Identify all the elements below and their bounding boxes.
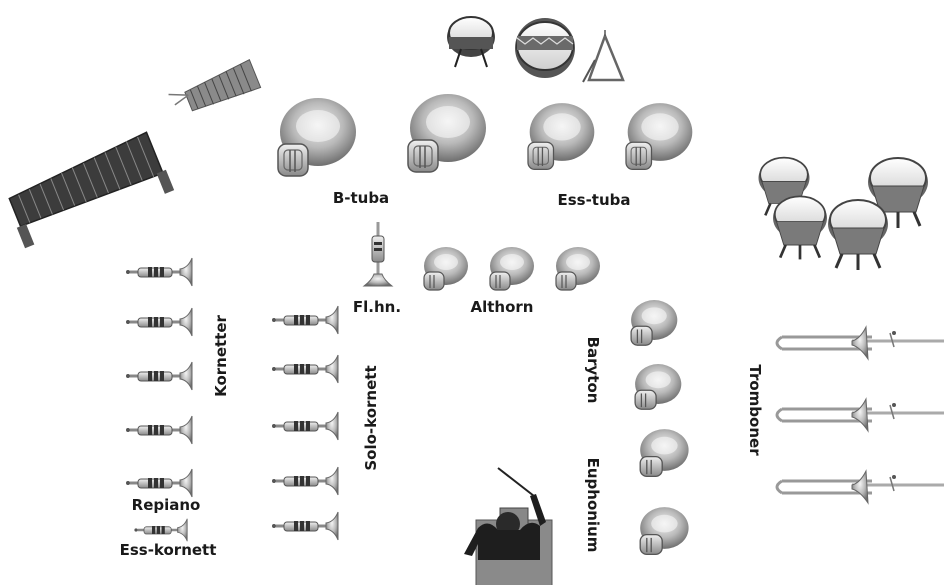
tuba-icon bbox=[528, 103, 594, 169]
cornet-icon bbox=[126, 258, 192, 286]
label-solo-kornett: Solo-kornett bbox=[362, 365, 380, 470]
timpani-icon bbox=[773, 196, 827, 259]
snare-drum-icon bbox=[447, 17, 495, 67]
label-ess-kornett: Ess-kornett bbox=[120, 541, 217, 559]
cornet-icon bbox=[272, 412, 338, 440]
baryton-icon bbox=[635, 364, 681, 409]
euphonium-icon bbox=[640, 507, 688, 554]
label-althorn: Althorn bbox=[471, 298, 534, 316]
cornet-icon bbox=[272, 355, 338, 383]
timpani-icon bbox=[828, 200, 888, 270]
flugelhorn-icon bbox=[364, 222, 392, 286]
triangle-icon bbox=[583, 30, 623, 82]
label-b-tuba: B-tuba bbox=[333, 189, 389, 207]
label-ess-tuba: Ess-tuba bbox=[557, 191, 630, 209]
althorn-icon bbox=[556, 247, 600, 290]
euphonium-icon bbox=[640, 429, 688, 476]
bass-drum-icon bbox=[515, 18, 575, 78]
label-baryton: Baryton bbox=[584, 337, 602, 404]
althorn-icon bbox=[490, 247, 534, 290]
cornet-icon bbox=[126, 416, 192, 444]
label-repiano: Repiano bbox=[132, 496, 201, 514]
baryton-icon bbox=[631, 300, 677, 345]
label-kornetter: Kornetter bbox=[212, 314, 230, 396]
conductor-icon bbox=[464, 468, 552, 585]
trombone-icon bbox=[777, 399, 944, 431]
cornet-icon bbox=[126, 469, 192, 497]
tuba-icon bbox=[278, 98, 356, 176]
trombone-icon bbox=[777, 471, 944, 503]
tuba-icon bbox=[626, 103, 692, 169]
cornet-icon bbox=[272, 467, 338, 495]
label-trombones: Tromboner bbox=[746, 364, 764, 456]
tuba-icon bbox=[408, 94, 486, 172]
cornet-icon bbox=[134, 519, 187, 541]
trombone-icon bbox=[777, 327, 944, 359]
label-euphonium: Euphonium bbox=[584, 458, 602, 553]
cornet-icon bbox=[126, 308, 192, 336]
althorn-icon bbox=[424, 247, 468, 290]
xylophone-icon bbox=[2, 131, 174, 250]
glockenspiel-icon bbox=[168, 60, 261, 121]
cornet-icon bbox=[272, 306, 338, 334]
cornet-icon bbox=[272, 512, 338, 540]
label-flugelhorn: Fl.hn. bbox=[353, 298, 401, 316]
cornet-icon bbox=[126, 362, 192, 390]
